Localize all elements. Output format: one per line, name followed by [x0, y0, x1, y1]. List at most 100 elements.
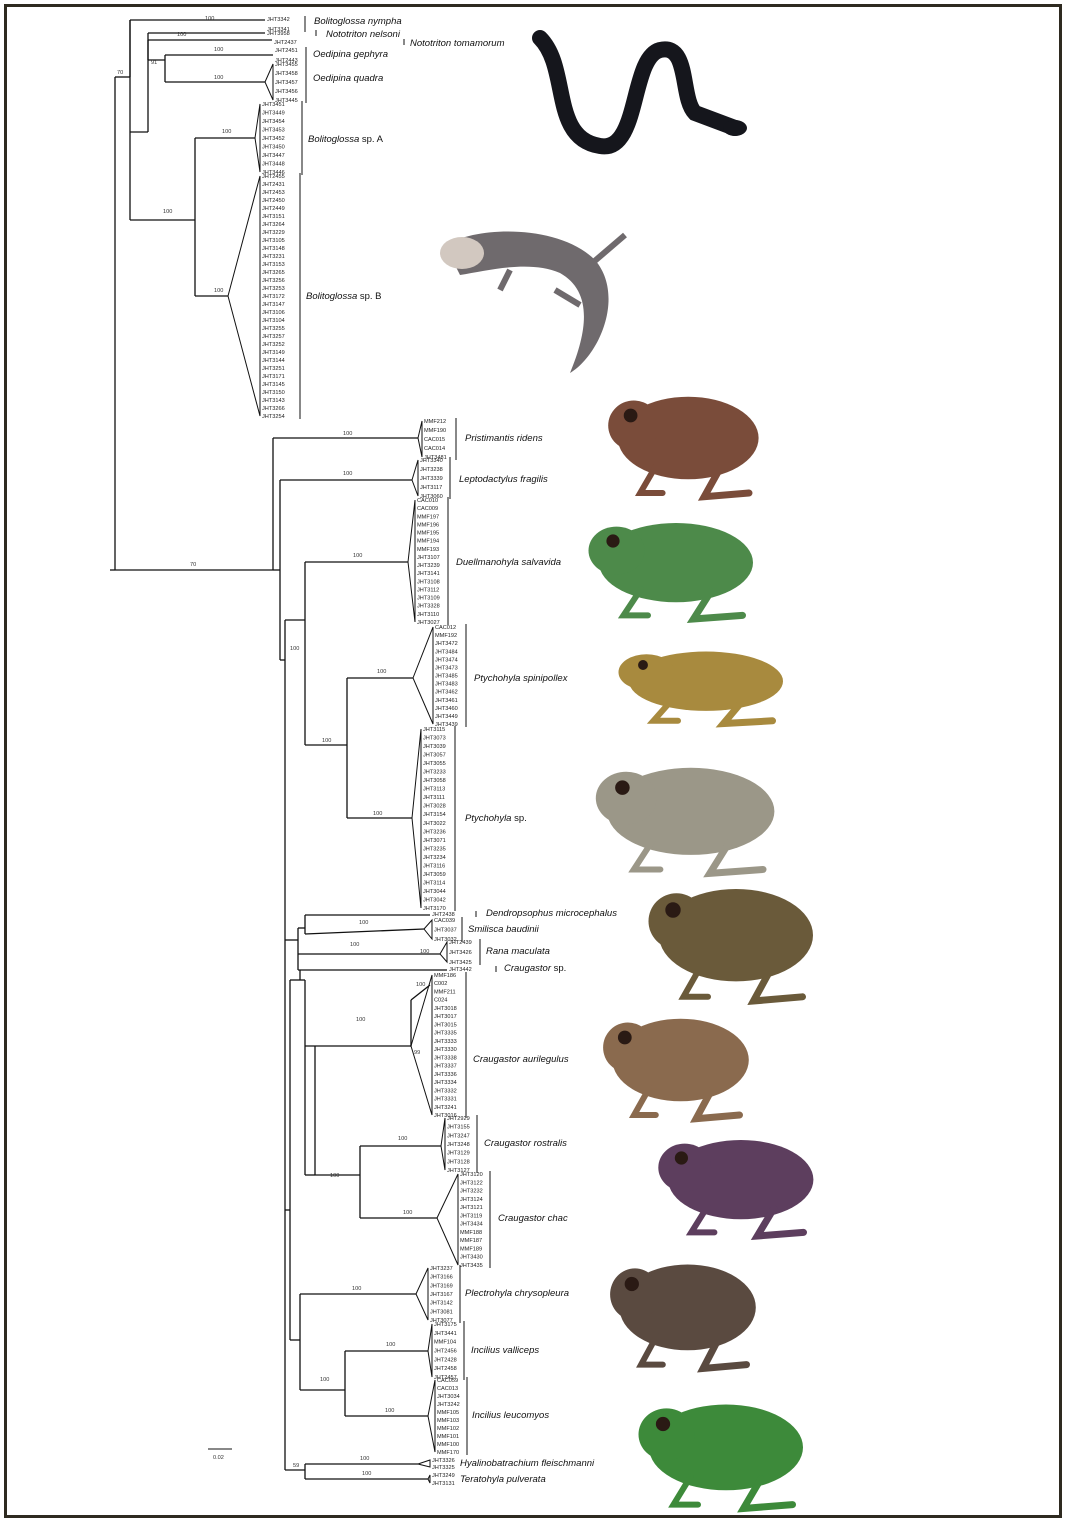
tip-label: JHT3449 [435, 714, 458, 720]
glass-frog-photo [639, 1405, 804, 1509]
tip-label: JHT3334 [434, 1080, 457, 1086]
support-value: 100 [373, 811, 382, 817]
clade-name: Teratohyla pulverata [460, 1474, 546, 1485]
support-value: 70 [117, 70, 123, 76]
tip-label: JHT3117 [420, 485, 442, 491]
tip-label: JHT3462 [435, 690, 458, 696]
tip-label: MMF102 [437, 1426, 459, 1432]
support-value: 100 [320, 1377, 329, 1383]
tip-label: MMF194 [417, 539, 439, 545]
black-salamander-photo [540, 38, 747, 146]
support-value: 100 [343, 471, 352, 477]
tip-label: CAC012 [435, 625, 456, 631]
clade-wedge [441, 1118, 445, 1170]
tip-label: JHT3238 [420, 467, 443, 473]
support-value: 100 [359, 920, 368, 926]
tip-label: JHT3106 [262, 310, 285, 316]
tip-label: JHT3149 [262, 350, 285, 356]
tip-label: CAC014 [424, 446, 445, 452]
tip-label: MMF101 [437, 1434, 459, 1440]
clade-wedge [428, 1380, 435, 1452]
tip-label: JHT3017 [434, 1014, 457, 1020]
dark-brown-frog-photo [610, 1265, 756, 1369]
support-value: 70 [190, 562, 196, 568]
tip-label: MMF186 [434, 973, 456, 979]
tip-label: CAC059 [437, 1378, 458, 1384]
tip-label: JHT2458 [434, 1366, 457, 1372]
tip-label: JHT3073 [423, 736, 446, 742]
tip-label: JHT3142 [430, 1301, 453, 1307]
clade-name: Incilius leucomyos [472, 1410, 549, 1421]
tip-label: JHT3456 [275, 89, 298, 95]
tip-label: JHT3147 [262, 302, 285, 308]
tip-label: JHT3145 [262, 382, 285, 388]
scale-bar: 0.02 [208, 1449, 232, 1461]
clade-name: Ptychohyla spinipollex [474, 673, 569, 684]
tip-label: JHT3105 [262, 238, 285, 244]
tip-label: JHT3342 [267, 17, 290, 23]
tip-label: JHT3256 [262, 278, 285, 284]
tip-label: JHT3457 [275, 80, 298, 86]
tip-label: JHT3119 [460, 1213, 482, 1219]
tip-label: JHT3472 [435, 641, 458, 647]
support-value: 100 [163, 209, 172, 215]
clade-name: Smilisca baudinii [468, 924, 540, 935]
tip-label: JHT2456 [434, 1349, 457, 1355]
tip-label: MMF192 [435, 633, 457, 639]
tip-label: JHT3107 [417, 555, 440, 561]
tip-label: JHT3144 [262, 358, 285, 364]
tip-label: JHT3129 [447, 1151, 470, 1157]
tip-label: JHT3249 [432, 1473, 455, 1479]
clade-name: Bolitoglossa sp. B [306, 291, 382, 302]
tip-label: JHT3452 [262, 136, 285, 142]
tip-label: JHT3266 [262, 406, 285, 412]
clade-name: Craugastor aurilegulus [473, 1054, 569, 1065]
clade-wedge [408, 500, 415, 622]
tip-label: JHT3251 [262, 366, 285, 372]
tip-label: JHT3116 [423, 863, 445, 869]
support-value: 100 [222, 129, 231, 135]
tip-label: JHT3148 [262, 246, 285, 252]
tip-label: JHT3121 [460, 1205, 483, 1211]
support-value: 100 [214, 47, 223, 53]
clade-wedge [412, 460, 418, 496]
clade-name: Oedipina gephyra [313, 49, 388, 60]
support-value: 100 [205, 16, 214, 22]
tip-label: JHT3241 [434, 1105, 457, 1111]
tip-label: MMF170 [437, 1450, 459, 1456]
tip-label: JHT3336 [434, 1072, 457, 1078]
tip-label: JHT3455 [275, 62, 298, 68]
tip-label: JHT3151 [262, 214, 285, 220]
tip-label: JHT3453 [262, 128, 285, 134]
tip-label: JHT3242 [437, 1402, 460, 1408]
tip-label: JHT3340 [420, 458, 443, 464]
support-value: 100 [403, 1210, 412, 1216]
support-value: 91 [151, 60, 157, 66]
tip-label: JHT2450 [262, 198, 285, 204]
scale-bar-label: 0.02 [213, 1455, 224, 1461]
tip-label: JHT3057 [423, 753, 446, 759]
support-value: 100 [360, 1456, 369, 1462]
tip-label: JHT3110 [417, 612, 439, 618]
support-value: 100 [385, 1408, 394, 1414]
tip-label: MMF211 [434, 989, 456, 995]
support-value: 100 [322, 738, 331, 744]
tip-label: MMF188 [460, 1230, 482, 1236]
tip-label: JHT3448 [262, 162, 285, 168]
tip-label: JHT3044 [423, 889, 446, 895]
tip-label: C002 [434, 981, 447, 987]
tip-label: JHT3484 [435, 649, 458, 655]
tip-label: CAC010 [417, 498, 438, 504]
tip-label: JHT3015 [434, 1022, 457, 1028]
tip-label: JHT3128 [447, 1159, 470, 1165]
tip-label: JHT3166 [430, 1275, 453, 1281]
support-value: 99 [414, 1050, 420, 1056]
support-value: 100 [377, 669, 386, 675]
tip-label: JHT3167 [430, 1292, 453, 1298]
tip-label: JHT2431 [262, 182, 285, 188]
clade-wedge [440, 942, 447, 962]
clade-wedge [411, 975, 432, 1115]
brown-frog-photo [608, 397, 758, 497]
tip-label: MMF212 [424, 419, 446, 425]
tip-label: JHT3252 [262, 342, 285, 348]
